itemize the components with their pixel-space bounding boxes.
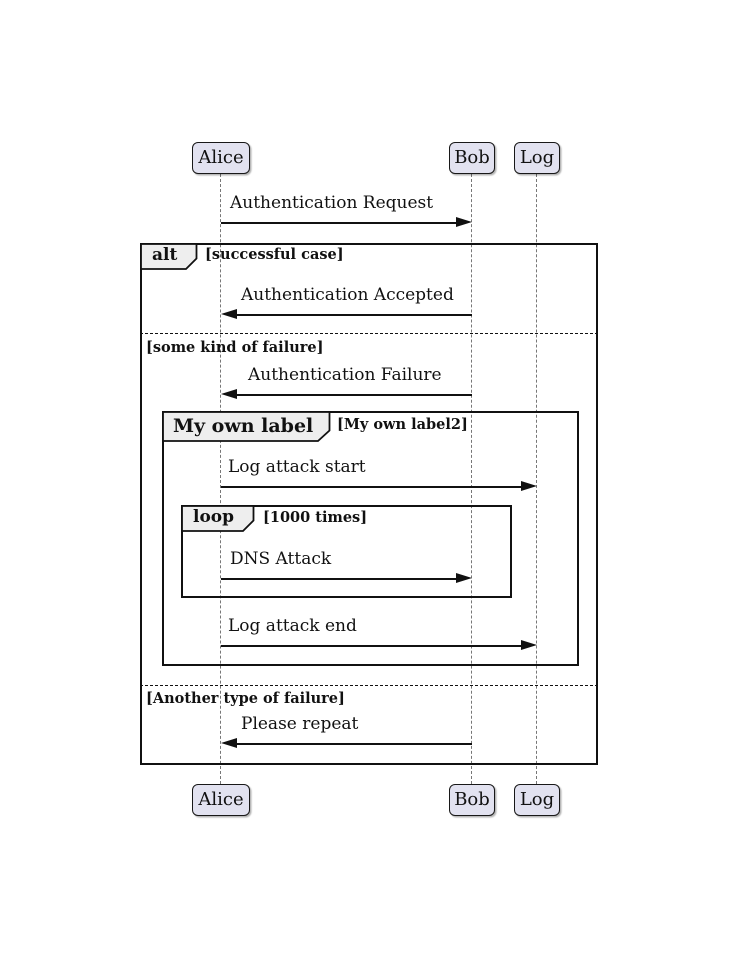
message-line xyxy=(235,394,472,396)
loop-guard-label: [1000 times] xyxy=(263,509,368,526)
loop-fragment-frame xyxy=(181,505,512,598)
arrowhead-right-icon xyxy=(456,217,472,227)
lifeline-log xyxy=(536,174,537,784)
group-operator-tab xyxy=(162,411,331,442)
message-label-log-attack-end: Log attack end xyxy=(228,616,357,636)
group-fragment-frame xyxy=(162,411,579,666)
message-line xyxy=(221,222,458,224)
arrowhead-left-icon xyxy=(221,738,237,748)
message-label-authentication-failure: Authentication Failure xyxy=(248,365,442,385)
participant-alice-top: Alice xyxy=(192,142,250,174)
alt-operator-label: alt xyxy=(152,245,178,265)
arrowhead-right-icon xyxy=(456,573,472,583)
message-line xyxy=(235,743,472,745)
message-label-log-attack-start: Log attack start xyxy=(228,457,366,477)
participant-bob-top: Bob xyxy=(449,142,495,174)
lifeline-alice xyxy=(220,174,221,784)
alt-else-guard-2: [Another type of failure] xyxy=(146,690,345,707)
alt-guard-label: [successful case] xyxy=(205,246,344,263)
group-operator-label: My own label xyxy=(173,415,314,437)
loop-operator-label: loop xyxy=(193,507,235,527)
message-line xyxy=(221,578,458,580)
lifeline-bob xyxy=(471,174,472,784)
loop-operator-tab xyxy=(181,505,255,532)
alt-divider-1 xyxy=(140,333,598,334)
message-label-authentication-accepted: Authentication Accepted xyxy=(241,285,454,305)
arrowhead-right-icon xyxy=(521,640,537,650)
participant-alice-bottom: Alice xyxy=(192,784,250,816)
participant-log-bottom: Log xyxy=(514,784,560,816)
alt-operator-tab xyxy=(140,243,198,270)
participant-log-top: Log xyxy=(514,142,560,174)
participant-bob-bottom: Bob xyxy=(449,784,495,816)
message-line xyxy=(221,645,523,647)
arrowhead-left-icon xyxy=(221,389,237,399)
alt-else-guard-1: [some kind of failure] xyxy=(146,339,324,356)
message-line xyxy=(221,486,523,488)
message-label-authentication-request: Authentication Request xyxy=(230,193,434,213)
alt-divider-2 xyxy=(140,685,598,686)
alt-fragment-frame xyxy=(140,243,598,765)
arrowhead-left-icon xyxy=(221,309,237,319)
message-label-dns-attack: DNS Attack xyxy=(230,549,332,569)
group-guard-label: [My own label2] xyxy=(337,416,468,433)
message-line xyxy=(235,314,472,316)
message-label-please-repeat: Please repeat xyxy=(241,714,359,734)
arrowhead-right-icon xyxy=(521,481,537,491)
